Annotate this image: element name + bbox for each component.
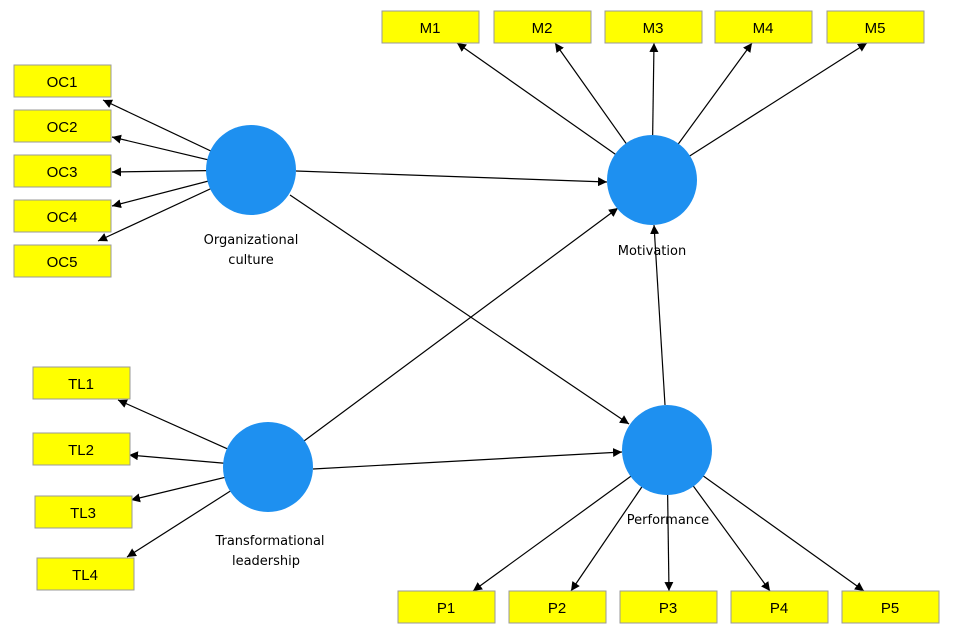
path-arrow-leadership-to-performance	[312, 448, 623, 470]
indicator-oc1[interactable]: OC1	[13, 64, 112, 98]
indicator-oc5[interactable]: OC5	[13, 244, 112, 278]
indicator-oc5-label: OC5	[47, 254, 78, 271]
label-performance: Performance	[627, 513, 709, 528]
indicator-m4-label: M4	[753, 20, 774, 37]
label-transformational-leadership-line2: leadership	[232, 554, 300, 569]
indicator-p4-label: P4	[770, 600, 788, 617]
indicator-m5[interactable]: M5	[826, 10, 925, 44]
indicator-p3[interactable]: P3	[619, 590, 718, 624]
indicator-m3[interactable]: M3	[604, 10, 703, 44]
indicator-tl1[interactable]: TL1	[32, 366, 131, 400]
label-organizational-culture-line1: Organizational	[204, 233, 299, 248]
indicator-oc2[interactable]: OC2	[13, 109, 112, 143]
path-arrow-leadership-to-motivation	[303, 207, 619, 442]
indicator-m2-label: M2	[532, 20, 553, 37]
indicator-oc2-label: OC2	[47, 119, 78, 136]
indicator-oc4-label: OC4	[47, 209, 78, 226]
indicator-m2[interactable]: M2	[493, 10, 592, 44]
indicator-oc3[interactable]: OC3	[13, 154, 112, 188]
indicator-p1-label: P1	[437, 600, 455, 617]
latent-motivation[interactable]	[607, 135, 697, 225]
indicator-m1-label: M1	[420, 20, 441, 37]
indicator-p2-label: P2	[548, 600, 566, 617]
label-motivation: Motivation	[618, 244, 686, 259]
indicator-oc3-label: OC3	[47, 164, 78, 181]
indicator-p5-label: P5	[881, 600, 899, 617]
indicator-m1[interactable]: M1	[381, 10, 480, 44]
indicator-tl3-label: TL3	[70, 505, 96, 522]
indicator-m5-label: M5	[865, 20, 886, 37]
latent-organizational-culture[interactable]	[206, 125, 296, 215]
indicator-p2[interactable]: P2	[508, 590, 607, 624]
indicator-p1[interactable]: P1	[397, 590, 496, 624]
indicator-tl2[interactable]: TL2	[32, 432, 131, 466]
indicator-tl2-label: TL2	[68, 442, 94, 459]
path-arrow-culture-to-performance	[289, 194, 630, 425]
path-arrow-performance-to-motivation	[650, 224, 666, 406]
indicator-tl1-label: TL1	[68, 376, 94, 393]
latent-transformational-leadership[interactable]	[223, 422, 313, 512]
label-organizational-culture-line2: culture	[228, 253, 273, 268]
indicator-p5[interactable]: P5	[841, 590, 940, 624]
indicator-oc4[interactable]: OC4	[13, 199, 112, 233]
indicator-p3-label: P3	[659, 600, 677, 617]
indicator-m3-label: M3	[643, 20, 664, 37]
path-arrow-culture-to-motivation	[295, 170, 608, 187]
indicator-oc1-label: OC1	[47, 74, 78, 91]
latent-performance[interactable]	[622, 405, 712, 495]
indicator-m4[interactable]: M4	[714, 10, 813, 44]
indicator-p4[interactable]: P4	[730, 590, 829, 624]
label-transformational-leadership-line1: Transformational	[214, 534, 324, 549]
indicator-tl3[interactable]: TL3	[34, 495, 133, 529]
indicator-tl4[interactable]: TL4	[36, 557, 135, 591]
indicator-tl4-label: TL4	[72, 567, 98, 584]
